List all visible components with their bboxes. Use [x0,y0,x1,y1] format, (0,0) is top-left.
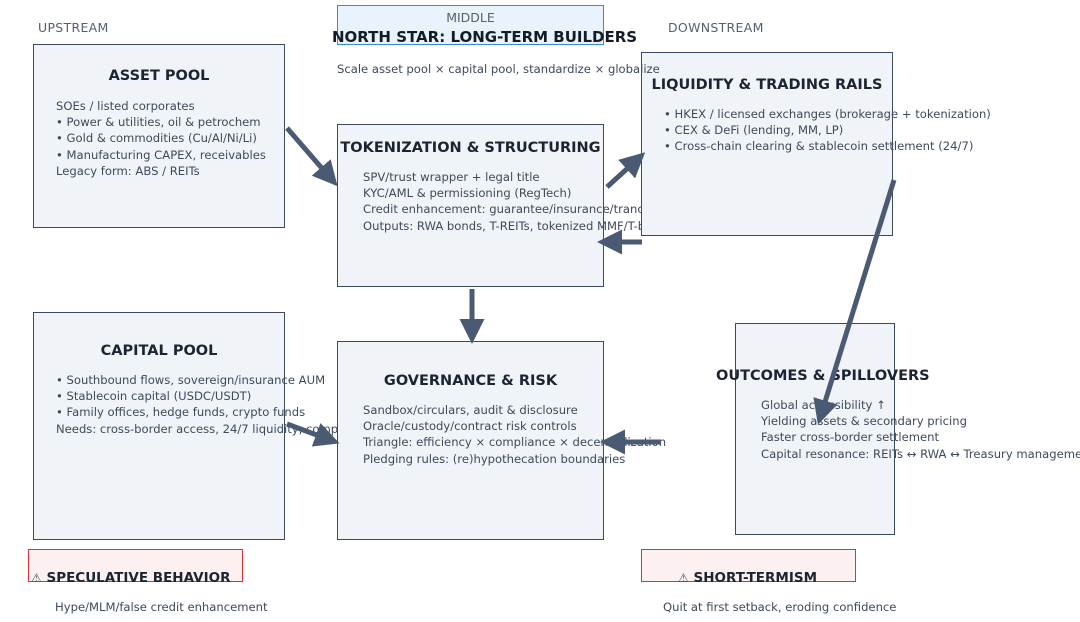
warning-triangle-icon: ⚠ [31,571,42,585]
north-star-caption: Scale asset pool × capital pool, standar… [337,62,660,76]
arrow-asset-to-tokenization [285,126,338,187]
box-asset-pool[interactable]: ASSET POOL SOEs / listed corporates • Po… [33,44,285,228]
asset-pool-line: • Power & utilities, oil & petrochem [56,115,261,130]
zone-label-downstream: DOWNSTREAM [668,20,764,35]
outcomes-line: Yielding assets & secondary pricing [761,414,967,429]
north-star-title: NORTH STAR: LONG-TERM BUILDERS [332,28,638,46]
north-star-banner: MIDDLE NORTH STAR: LONG-TERM BUILDERS [332,5,637,46]
risk-short-termism-label: SHORT-TERMISM [693,570,818,586]
box-liquidity-trading-rails[interactable]: LIQUIDITY & TRADING RAILS • HKEX / licen… [641,52,991,236]
governance-line: Pledging rules: (re)hypothecation bounda… [363,451,626,466]
outcomes-title: OUTCOMES & SPILLOVERS [716,368,930,384]
risk-short-termism-title: ⚠ SHORT-TERMISM [678,570,817,586]
capital-pool-body: • Southbound flows, sovereign/insurance … [56,372,373,437]
tokenization-line: Credit enhancement: guarantee/insurance/… [363,202,714,217]
zone-label-middle: MIDDLE [446,10,495,25]
asset-pool-line: • Gold & commodities (Cu/Al/Ni/Li) [56,131,257,146]
liquidity-line: • CEX & DeFi (lending, MM, LP) [664,123,844,138]
box-governance-risk[interactable]: GOVERNANCE & RISK Sandbox/circulars, aud… [337,341,666,540]
governance-body: Sandbox/circulars, audit & disclosure Or… [363,402,666,467]
asset-pool-line: • Manufacturing CAPEX, receivables [56,147,266,162]
outcomes-line: Capital resonance: REITs ↔ RWA ↔ Treasur… [761,446,1080,461]
liquidity-title: LIQUIDITY & TRADING RAILS [651,77,883,93]
outcomes-line: Faster cross-border settlement [761,430,940,445]
risk-speculative-note: Hype/MLM/false credit enhancement [55,600,268,614]
capital-pool-title: CAPITAL POOL [100,343,218,359]
risk-speculative-label: SPECULATIVE BEHAVIOR [46,570,231,586]
capital-pool-line: • Family offices, hedge funds, crypto fu… [56,405,306,420]
risk-box-speculative[interactable] [28,549,243,582]
governance-line: Sandbox/circulars, audit & disclosure [363,403,578,417]
liquidity-body: • HKEX / licensed exchanges (brokerage +… [664,106,991,155]
tokenization-line: Outputs: RWA bonds, T-REITs, tokenized M… [363,218,661,233]
box-capital-pool[interactable]: CAPITAL POOL • Southbound flows, soverei… [33,312,373,540]
tokenization-title: TOKENIZATION & STRUCTURING [340,140,601,156]
outcomes-line: Global accessibility ↑ [761,398,886,412]
tokenization-line: KYC/AML & permissioning (RegTech) [363,186,572,201]
capital-pool-line: • Southbound flows, sovereign/insurance … [56,373,326,387]
warning-triangle-icon: ⚠ [678,571,689,585]
risk-speculative-title: ⚠ SPECULATIVE BEHAVIOR [31,570,230,586]
box-outcomes-spillovers[interactable]: OUTCOMES & SPILLOVERS Global accessibili… [716,323,1080,535]
risk-box-short-termism[interactable] [641,549,856,582]
capital-pool-line: • Stablecoin capital (USDC/USDT) [56,389,252,404]
tokenization-line: SPV/trust wrapper + legal title [363,170,540,184]
asset-pool-line: SOEs / listed corporates [56,99,195,113]
capital-pool-line: Needs: cross-border access, 24/7 liquidi… [56,421,373,436]
asset-pool-body: SOEs / listed corporates • Power & utili… [56,98,266,179]
asset-pool-title: ASSET POOL [108,68,210,84]
liquidity-line: • HKEX / licensed exchanges (brokerage +… [664,107,991,121]
box-tokenization[interactable]: TOKENIZATION & STRUCTURING SPV/trust wra… [337,124,713,287]
governance-line: Oracle/custody/contract risk controls [363,419,577,434]
zone-label-upstream: UPSTREAM [38,20,109,35]
tokenization-body: SPV/trust wrapper + legal title KYC/AML … [363,169,713,234]
risk-short-termism-note: Quit at first setback, eroding confidenc… [663,600,897,614]
governance-line: Triangle: efficiency × compliance × dece… [363,435,667,450]
liquidity-line: • Cross-chain clearing & stablecoin sett… [664,139,974,154]
outcomes-body: Global accessibility ↑ Yielding assets &… [761,397,1080,462]
asset-pool-line: Legacy form: ABS / REITs [56,163,200,178]
governance-title: GOVERNANCE & RISK [383,373,558,389]
